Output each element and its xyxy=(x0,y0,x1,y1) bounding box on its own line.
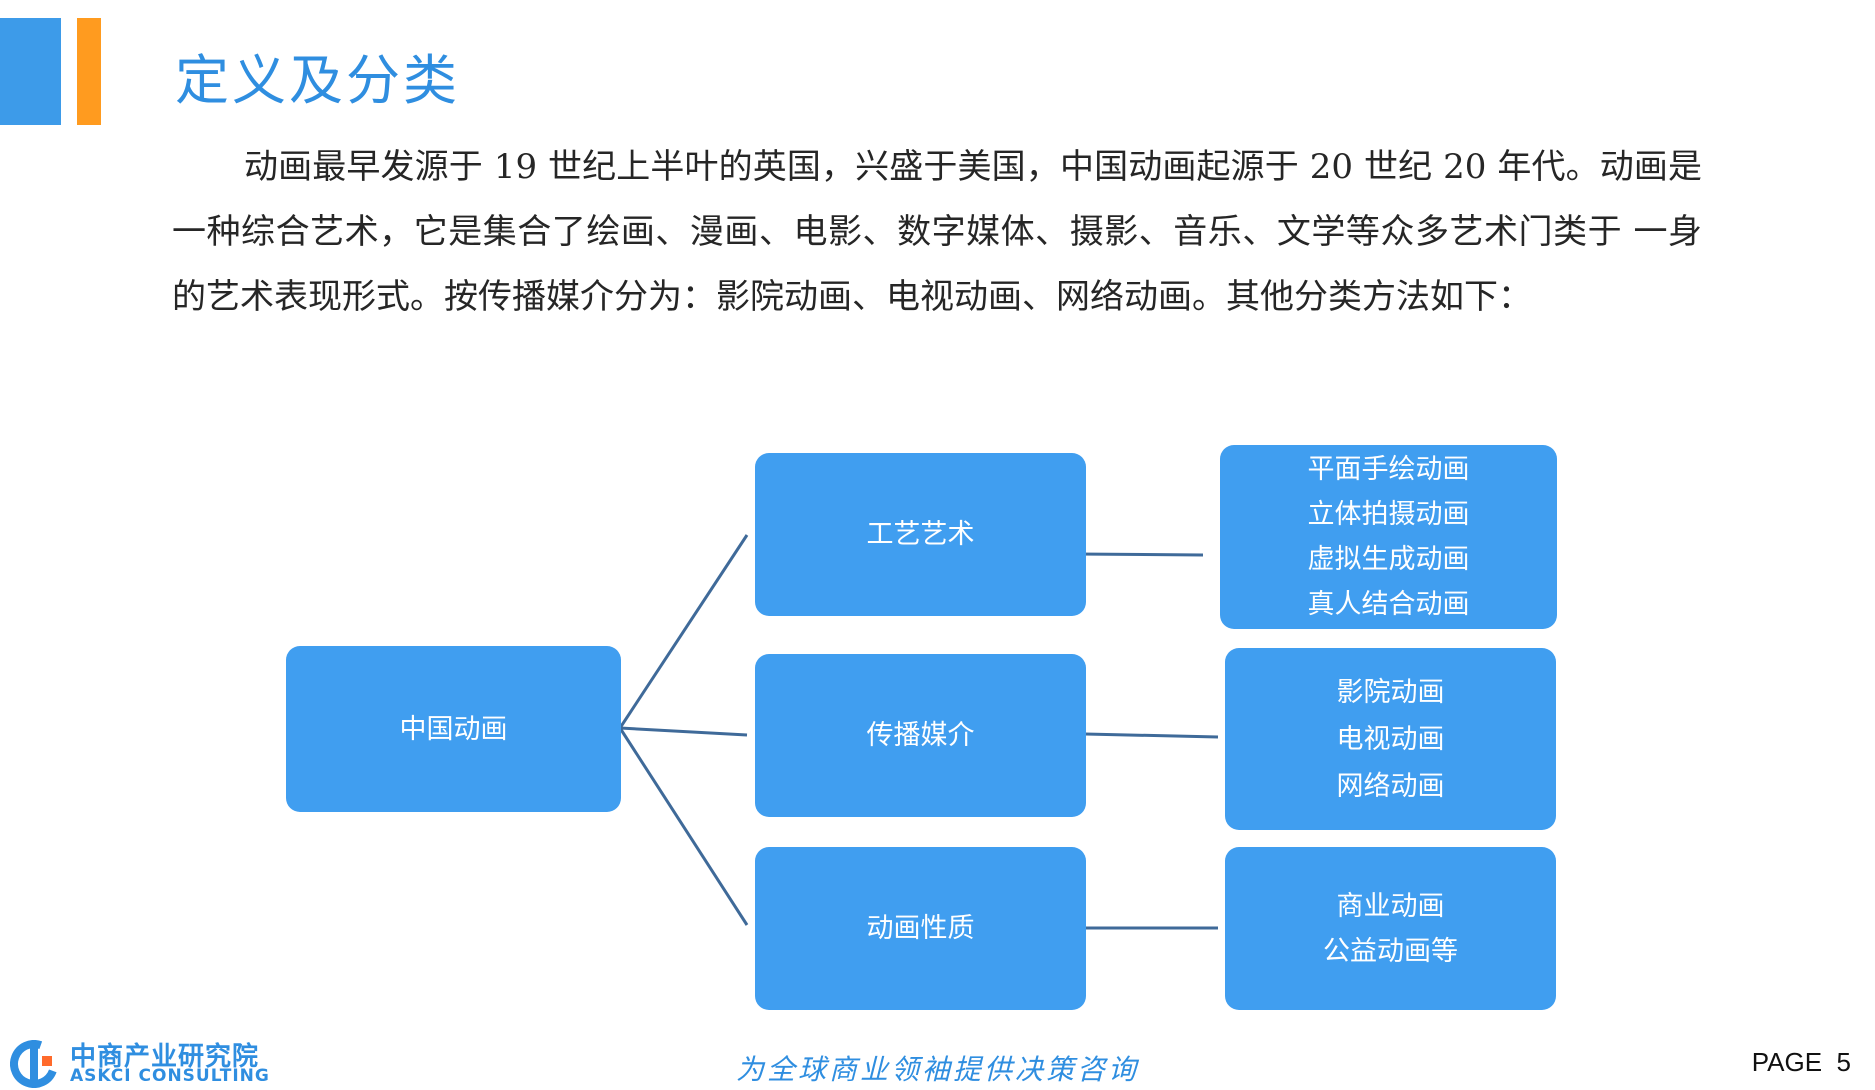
node-items-media: 影院动画 电视动画 网络动画 xyxy=(1225,648,1556,830)
node-category-label: 动画性质 xyxy=(866,913,975,944)
node-items-nature: 商业动画 公益动画等 xyxy=(1225,847,1556,1010)
node-item: 虚拟生成动画 xyxy=(1307,544,1470,575)
connector-root-media xyxy=(619,726,748,737)
page-title: 定义及分类 xyxy=(175,49,460,112)
connector-media-items xyxy=(1084,732,1219,739)
node-root: 中国动画 xyxy=(286,646,621,812)
logo-text-cn: 中商产业研究院 xyxy=(70,1042,260,1072)
node-item: 真人结合动画 xyxy=(1307,589,1470,620)
connector-root-craft xyxy=(618,534,749,729)
node-category-craft: 工艺艺术 xyxy=(755,453,1086,616)
footer-slogan: 为全球商业领袖提供决策咨询 xyxy=(735,1053,1139,1086)
intro-paragraph: 动画最早发源于 19 世纪上半叶的英国，兴盛于美国，中国动画起源于 20 世纪 … xyxy=(172,147,1702,317)
header-accent-bar-blue xyxy=(0,18,61,125)
node-category-nature: 动画性质 xyxy=(755,847,1086,1010)
node-item: 商业动画 xyxy=(1336,890,1445,922)
connector-craft-items xyxy=(1074,552,1204,557)
node-item: 平面手绘动画 xyxy=(1307,454,1470,485)
page-number: PAGE 5 xyxy=(1751,1047,1851,1077)
node-root-label: 中国动画 xyxy=(399,713,508,745)
node-category-label: 传播媒介 xyxy=(866,720,975,751)
node-item: 网络动画 xyxy=(1336,770,1445,802)
node-item: 影院动画 xyxy=(1336,676,1445,708)
node-category-media: 传播媒介 xyxy=(755,654,1086,817)
node-item: 公益动画等 xyxy=(1323,935,1458,967)
node-item: 立体拍摄动画 xyxy=(1307,499,1470,530)
node-item: 电视动画 xyxy=(1336,723,1445,755)
node-category-label: 工艺艺术 xyxy=(866,519,975,550)
connector-root-nature xyxy=(618,727,749,926)
node-items-craft: 平面手绘动画 立体拍摄动画 虚拟生成动画 真人结合动画 xyxy=(1220,445,1557,629)
header-accent-bar-orange xyxy=(77,18,101,125)
